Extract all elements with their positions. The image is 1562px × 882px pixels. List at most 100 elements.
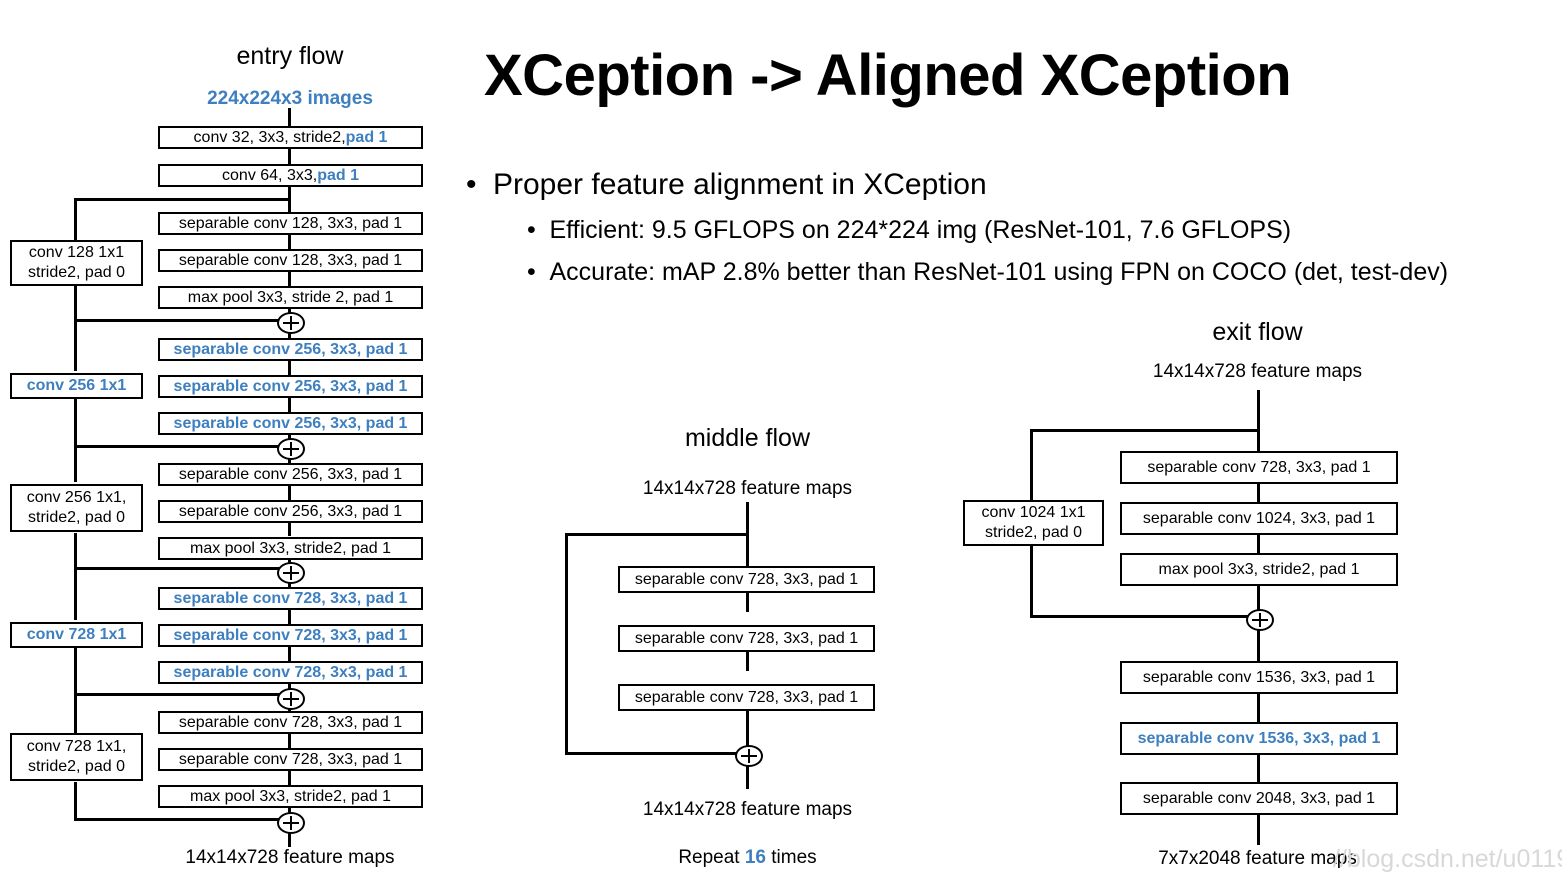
entry-connector (288, 232, 291, 252)
entry-node-conv64: conv 64, 3x3, pad 1 (158, 164, 423, 187)
exit-connector (1257, 693, 1260, 723)
entry-connector (288, 683, 291, 691)
exit-skip-line (1030, 615, 1250, 618)
entry-node-maxpool-a: max pool 3x3, stride 2, pad 1 (158, 286, 423, 309)
entry-connector (288, 646, 291, 663)
bullet-level1-text: Proper feature alignment in XCeption (493, 168, 987, 201)
exit-connector (1257, 390, 1260, 452)
entry-connector (288, 269, 291, 289)
entry-connector (288, 522, 291, 536)
middle-connector (746, 592, 749, 612)
entry-node-conv32-pre: conv 32, 3x3, stride2, (193, 128, 346, 146)
middle-node-sepconv728-a: separable conv 728, 3x3, pad 1 (618, 566, 875, 593)
entry-node-sepconv256-b: separable conv 256, 3x3, pad 1 (158, 375, 423, 398)
entry-node-conv32: conv 32, 3x3, stride2, pad 1 (158, 126, 423, 149)
entry-connector (288, 360, 291, 378)
exit-node-sepconv2048: separable conv 2048, 3x3, pad 1 (1120, 782, 1398, 815)
entry-connector (288, 831, 291, 847)
entry-shortcut-conv256-line1: conv 256 1x1, (26, 489, 127, 506)
entry-node-conv64-pad: pad 1 (317, 166, 359, 184)
exit-skip-line (1030, 429, 1033, 503)
exit-add-icon (1246, 609, 1274, 631)
entry-node-sepconv728-d: separable conv 728, 3x3, pad 1 (158, 711, 423, 734)
entry-skip-line (74, 284, 77, 321)
entry-node-maxpool-c: max pool 3x3, stride2, pad 1 (158, 785, 423, 808)
entry-shortcut-conv256-line2: stride2, pad 0 (28, 509, 125, 526)
middle-add-icon (735, 745, 763, 767)
bullet-level2-text: Efficient: 9.5 GFLOPS on 224*224 img (Re… (549, 216, 1292, 244)
entry-node-sepconv128-b: separable conv 128, 3x3, pad 1 (158, 249, 423, 272)
exit-node-sepconv1536-a: separable conv 1536, 3x3, pad 1 (1120, 661, 1398, 694)
bullet-level2-text: Accurate: mAP 2.8% better than ResNet-10… (549, 258, 1449, 286)
middle-connector (746, 764, 749, 789)
entry-connector (288, 485, 291, 502)
entry-node-sepconv256-a: separable conv 256, 3x3, pad 1 (158, 338, 423, 361)
middle-skip-line (565, 533, 749, 536)
exit-connector (1257, 754, 1260, 784)
entry-shortcut-conv256: conv 256 1x1 (10, 373, 143, 399)
entry-connector (288, 733, 291, 750)
entry-shortcut-conv728-line2: stride2, pad 0 (28, 758, 125, 775)
entry-connector (288, 306, 291, 314)
entry-flow-input-caption: 224x224x3 images (207, 88, 373, 109)
middle-flow-input-caption: 14x14x728 feature maps (642, 478, 853, 499)
entry-skip-line (74, 693, 77, 733)
entry-skip-line (74, 445, 280, 448)
entry-flow-title: entry flow (236, 42, 344, 70)
entry-skip-line (74, 567, 77, 620)
entry-add-icon-4 (277, 688, 305, 710)
entry-skip-line (74, 198, 77, 242)
entry-node-sepconv256-c: separable conv 256, 3x3, pad 1 (158, 412, 423, 435)
exit-node-sepconv1024: separable conv 1024, 3x3, pad 1 (1120, 502, 1398, 535)
entry-connector (288, 330, 291, 340)
entry-skip-line (74, 567, 280, 570)
entry-skip-line (74, 445, 77, 482)
entry-connector (288, 609, 291, 626)
exit-node-sepconv1536-b: separable conv 1536, 3x3, pad 1 (1120, 722, 1398, 755)
bullet-level2-item: • Accurate: mAP 2.8% better than ResNet-1… (527, 258, 1448, 287)
entry-shortcut-conv128-line1: conv 128 1x1 (28, 244, 125, 261)
entry-connector (288, 582, 291, 589)
exit-connector (1257, 586, 1260, 612)
exit-shortcut-conv1024-line1: conv 1024 1x1 (981, 504, 1086, 521)
middle-node-sepconv728-c: separable conv 728, 3x3, pad 1 (618, 684, 875, 711)
middle-connector (746, 710, 749, 747)
repeat-count: 16 (744, 847, 766, 868)
middle-skip-line (565, 533, 568, 755)
entry-shortcut-conv728-line1: conv 728 1x1, (26, 738, 127, 755)
middle-flow-title: middle flow (684, 424, 811, 452)
entry-shortcut-conv728-stride2: conv 728 1x1, stride2, pad 0 (10, 733, 143, 781)
entry-node-conv32-pad: pad 1 (345, 128, 388, 146)
exit-flow-title: exit flow (1212, 318, 1303, 346)
page-title: XCeption -> Aligned XCeption (484, 43, 1292, 108)
entry-add-icon-1 (277, 312, 305, 334)
entry-node-maxpool-b: max pool 3x3, stride2, pad 1 (158, 537, 423, 560)
entry-connector (288, 397, 291, 415)
entry-connector (288, 146, 291, 166)
exit-flow-output-caption: 7x7x2048 feature maps (1158, 848, 1357, 869)
entry-node-sepconv728-a: separable conv 728, 3x3, pad 1 (158, 587, 423, 610)
entry-connector (288, 770, 291, 787)
entry-skip-line (74, 319, 77, 371)
exit-skip-line (1030, 540, 1033, 618)
entry-add-icon-3 (277, 562, 305, 584)
bullet-dot-icon: • (527, 258, 536, 286)
entry-node-sepconv728-e: separable conv 728, 3x3, pad 1 (158, 748, 423, 771)
exit-connector (1257, 483, 1260, 504)
entry-skip-line (74, 198, 290, 201)
entry-node-sepconv256-e: separable conv 256, 3x3, pad 1 (158, 500, 423, 523)
bullet-level1: •Proper feature alignment in XCeption (466, 168, 987, 202)
entry-skip-line (74, 782, 77, 821)
middle-skip-line (565, 752, 740, 755)
entry-skip-line (74, 693, 280, 696)
exit-connector (1257, 813, 1260, 845)
entry-skip-line (74, 818, 280, 821)
middle-connector (746, 651, 749, 671)
entry-connector (288, 458, 291, 466)
entry-shortcut-conv728: conv 728 1x1 (10, 622, 143, 648)
bullet-level2-item: •Efficient: 9.5 GFLOPS on 224*224 img (R… (527, 216, 1291, 245)
entry-skip-line (74, 319, 280, 322)
entry-skip-line (74, 399, 77, 447)
entry-add-icon-2 (277, 438, 305, 460)
